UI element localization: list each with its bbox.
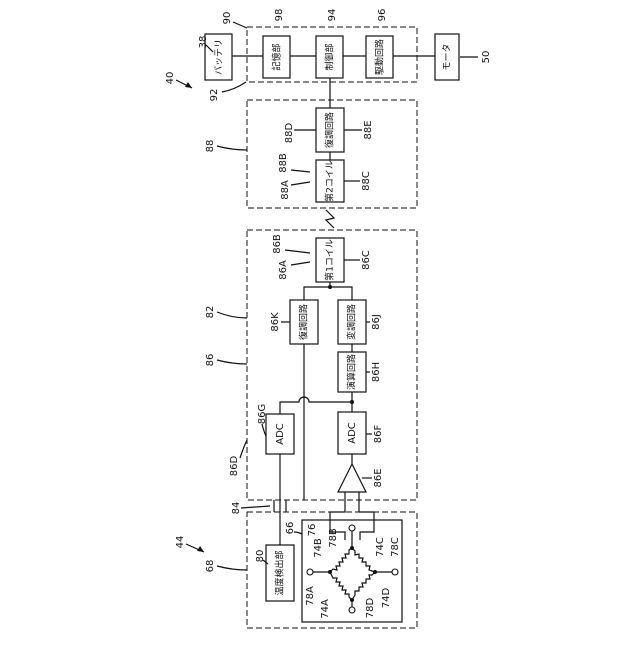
ref-68: 68	[205, 560, 216, 573]
ref-86K: 86K	[270, 312, 281, 332]
arrow-86B	[285, 250, 310, 253]
leader-86G	[262, 424, 266, 436]
ref-74B: 74B	[313, 538, 324, 558]
ref-78D: 78D	[365, 597, 376, 618]
ref-82: 82	[205, 306, 216, 319]
storage-label: 記憶部	[271, 43, 283, 70]
calc-label: 演算回路	[346, 354, 358, 390]
ref-74C: 74C	[375, 537, 386, 557]
ref-86C: 86C	[361, 250, 372, 270]
ref-84: 84	[231, 502, 242, 515]
ref-86D: 86D	[229, 455, 240, 476]
wire-amp-in-left	[330, 492, 345, 520]
ref-76: 76	[307, 524, 318, 537]
ref-86: 86	[205, 354, 216, 367]
mod1-label: 変調回路	[346, 304, 358, 340]
ref-74D: 74D	[381, 587, 392, 608]
ref-86J: 86J	[371, 314, 382, 330]
terminal-78D	[349, 607, 355, 613]
demod1-label: 復調回路	[298, 304, 310, 340]
ref-96: 96	[377, 9, 388, 22]
leader-88	[217, 146, 247, 150]
control-label: 制御部	[324, 43, 336, 70]
motor-label: モータ	[442, 43, 453, 70]
ref-92: 92	[209, 89, 220, 102]
leader-84	[241, 506, 270, 508]
wire-amp-in-right	[359, 492, 374, 520]
ref-88A: 88A	[280, 180, 291, 200]
ref-88B: 88B	[278, 153, 289, 173]
terminal-78A	[307, 569, 313, 575]
terminal-78B	[349, 525, 355, 531]
ref-86F: 86F	[373, 425, 384, 444]
ref-86E: 86E	[373, 468, 384, 487]
leader-92	[222, 82, 246, 92]
leader-86	[217, 360, 247, 364]
ref-86G: 86G	[257, 404, 268, 424]
adc2-label: ADC	[347, 422, 358, 444]
ref-98: 98	[274, 9, 285, 22]
ref-88D: 88D	[284, 122, 295, 143]
ref-88: 88	[205, 140, 216, 153]
adc1-label: ADC	[275, 423, 286, 445]
arrow-88B	[291, 170, 310, 172]
ref-78C: 78C	[390, 537, 401, 557]
drive-label: 駆動回路	[374, 39, 386, 75]
temp-label: 温度検出部	[274, 550, 286, 595]
coil2-label: 第2コイル	[324, 160, 336, 202]
ref-78B: 78B	[328, 528, 339, 548]
coil1-label: 第1コイル	[324, 239, 336, 281]
leader-82	[217, 312, 247, 318]
arrow-86A	[291, 262, 310, 265]
ref-44: 44	[175, 536, 186, 549]
ref-94: 94	[327, 9, 338, 22]
battery-label: バッテリ	[214, 39, 225, 75]
wireless-symbol	[326, 210, 334, 228]
leader-68	[217, 566, 247, 570]
ref-90: 90	[222, 12, 233, 25]
demod-label: 復調回路	[324, 112, 336, 148]
wire-junction-86j	[330, 287, 352, 300]
ref-86B: 86B	[272, 234, 283, 254]
ref-86A: 86A	[278, 260, 289, 280]
ref-40: 40	[165, 72, 176, 85]
arrow-88A	[291, 182, 310, 185]
wire-junction-86k	[304, 287, 330, 300]
leader-90	[233, 22, 247, 28]
ref-88E: 88E	[363, 120, 374, 139]
ref-78A: 78A	[305, 586, 316, 606]
ref-50: 50	[481, 51, 492, 64]
terminal-78C	[392, 569, 398, 575]
leader-86D	[240, 440, 247, 458]
ref-88C: 88C	[361, 171, 372, 191]
ref-74A: 74A	[320, 599, 331, 619]
ref-86H: 86H	[371, 362, 382, 382]
amplifier	[338, 464, 366, 492]
